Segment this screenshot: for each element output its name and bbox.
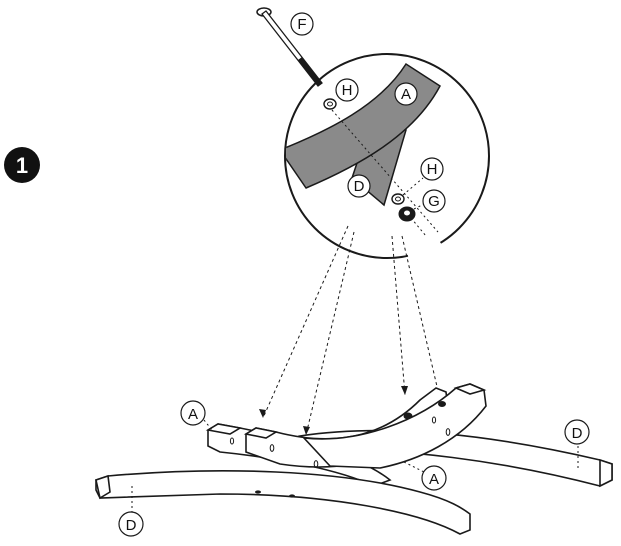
label-front-base-d: D (126, 517, 137, 534)
label-washer-top: H (342, 82, 353, 99)
guide-arrow-1 (262, 225, 349, 419)
guide-arrow-2 (305, 231, 355, 436)
washer-bottom (391, 193, 405, 205)
bolt (256, 7, 323, 87)
label-detail-leg-d: D (354, 178, 365, 195)
guide-arrow-4 (401, 235, 443, 409)
step-number: 1 (16, 153, 28, 178)
callout-back-base-d: D (564, 419, 590, 445)
bolt-axis-line (331, 109, 439, 233)
washer-top (323, 98, 337, 110)
callout-detail-leg-a: A (394, 82, 418, 106)
label-detail-leg-a: A (401, 86, 411, 103)
step-badge: 1 (4, 147, 40, 183)
label-bolt: F (297, 16, 306, 33)
label-washer-bottom: H (427, 161, 438, 178)
callout-washer-top: H (335, 78, 359, 102)
callout-left-leg-a: A (180, 400, 213, 431)
right-rocker-leg-a (301, 383, 487, 473)
callout-nut-g: G (413, 189, 446, 213)
label-back-base-d: D (572, 425, 583, 442)
callout-bolt-f: F (290, 12, 314, 36)
label-nut: G (428, 193, 440, 210)
callout-front-base-d: D (118, 511, 144, 537)
nut (398, 206, 416, 222)
guide-arrow-3 (391, 235, 406, 396)
bolt-thread (298, 57, 322, 86)
callout-detail-leg-d: D (347, 174, 371, 198)
label-left-leg-a: A (188, 406, 198, 423)
front-base-leg-d (95, 470, 471, 535)
guide-arrows (262, 225, 443, 436)
label-right-leg-a: A (429, 471, 439, 488)
callout-right-leg-a: A (421, 465, 447, 491)
callout-washer-bottom: H (402, 157, 444, 196)
detail-view (256, 7, 490, 259)
detail-circle-gap (407, 239, 442, 259)
step-badge-circle (4, 147, 40, 183)
